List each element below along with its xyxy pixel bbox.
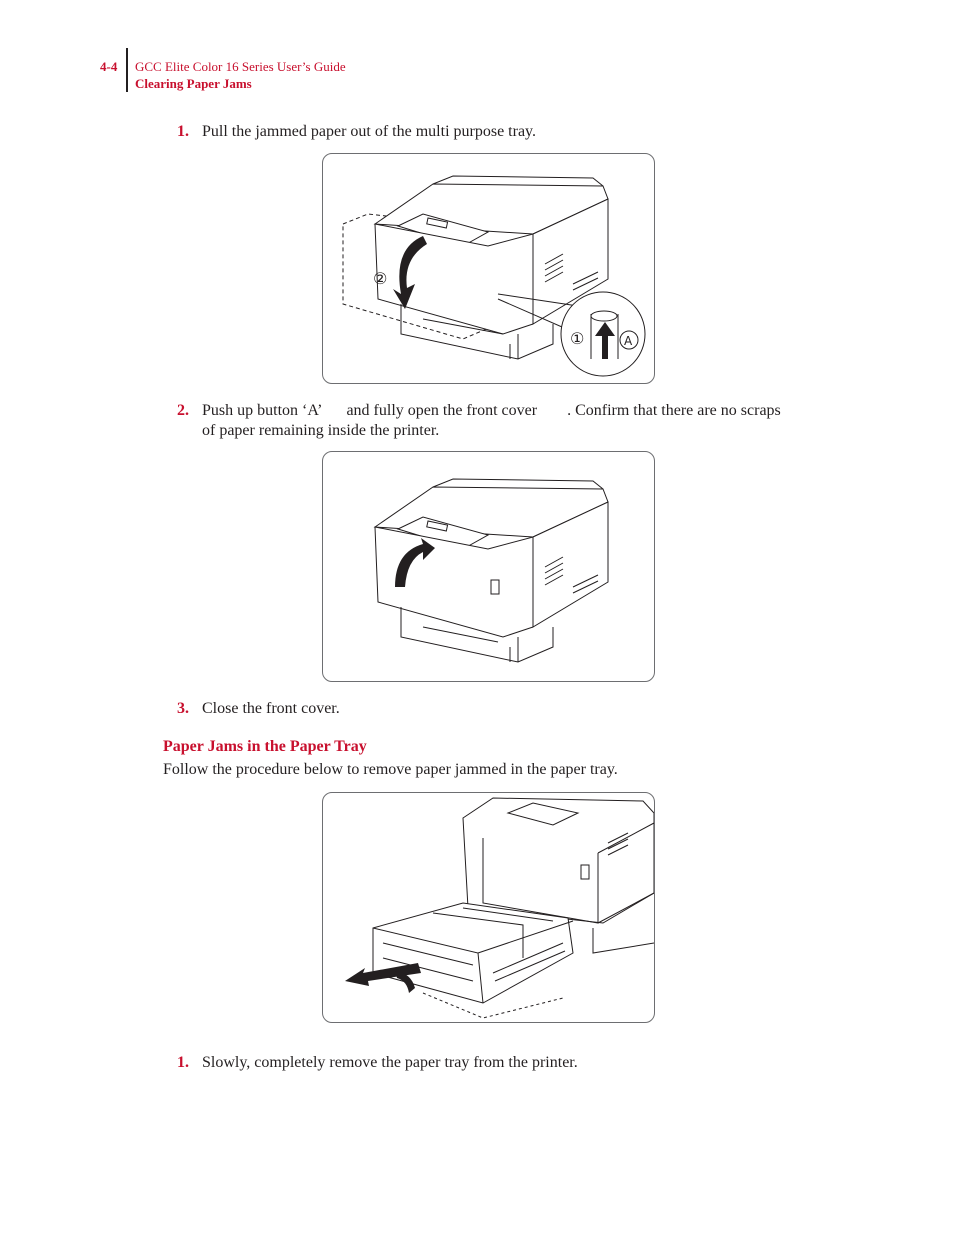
section-intro: Follow the procedure below to remove pap… [163, 761, 618, 778]
section-title: Clearing Paper Jams [135, 76, 252, 91]
callout-a: A [624, 334, 633, 348]
step-number: 2. [177, 402, 189, 419]
callout-1: ① [570, 329, 584, 348]
step-text-part3: . Confirm that there are no scraps [567, 402, 781, 419]
header-divider [126, 48, 128, 92]
step-number: 3. [177, 700, 189, 717]
guide-title: GCC Elite Color 16 Series User’s Guide [135, 59, 346, 74]
page-number: 4-4 [100, 59, 118, 74]
step-text: Slowly, completely remove the paper tray… [202, 1054, 578, 1071]
step-text: Pull the jammed paper out of the multi p… [202, 123, 536, 140]
section-heading: Paper Jams in the Paper Tray [163, 738, 367, 755]
figure-open-mpt: ② ① A [322, 153, 655, 384]
step-number: 1. [177, 1054, 189, 1071]
step-text-part1: Push up button ‘A’ [202, 402, 323, 419]
figure-remove-tray [322, 792, 655, 1023]
step-text-part2: and fully open the front cover [346, 402, 538, 419]
figure-close-cover [322, 451, 655, 682]
step-text: Push up button ‘A’ and fully open the fro… [202, 401, 781, 421]
callout-2: ② [373, 269, 387, 288]
printer-illustration-3 [345, 797, 654, 1019]
printer-illustration-2 [373, 478, 609, 663]
printer-illustration-1: ② ① A [342, 175, 646, 377]
step-text-line2: of paper remaining inside the printer. [202, 422, 440, 439]
step-text: Close the front cover. [202, 700, 340, 717]
step-number: 1. [177, 123, 189, 140]
